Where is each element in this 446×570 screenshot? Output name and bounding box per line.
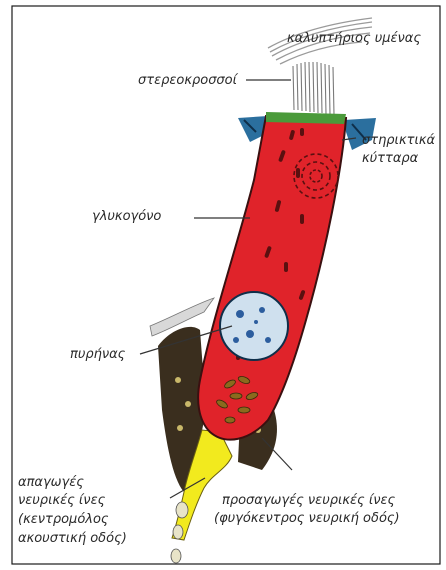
label-supporting-cells-line1: στηρικτικά: [362, 132, 435, 149]
label-stereocilia: στερεοκροσσοί: [138, 72, 237, 89]
label-efferent-line2: νευρικές ίνες: [18, 492, 105, 509]
label-nucleus: πυρήνας: [70, 346, 125, 363]
label-tectorial-membrane: καλυπτήριος υμένας: [287, 30, 421, 47]
label-afferent-line2: (φυγόκεντρος νευρική οδός): [214, 510, 400, 527]
cuticular-plate: [266, 112, 346, 124]
label-efferent-line1: απαγωγές: [18, 474, 84, 491]
label-efferent-line4: ακουστική οδός): [18, 530, 127, 547]
label-glycogen: γλυκογόνο: [92, 208, 161, 225]
label-efferent-line3: (κεντρομόλος: [18, 511, 109, 528]
label-afferent-line1: προσαγωγές νευρικές ίνες: [222, 492, 395, 509]
label-supporting-cells-line2: κύτταρα: [362, 150, 418, 167]
stereocilia: [293, 62, 334, 115]
